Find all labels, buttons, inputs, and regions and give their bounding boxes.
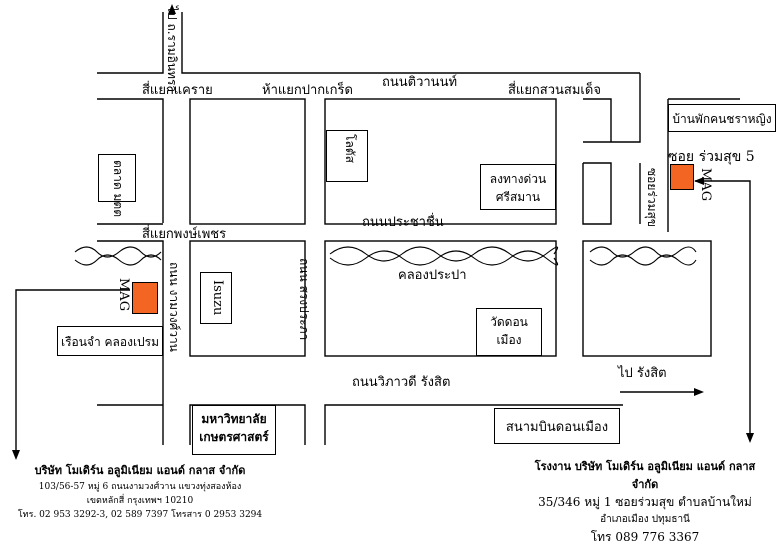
block-2: [324, 98, 557, 225]
box-prison: [57, 326, 163, 356]
address-right: โรงงาน บริษัท โมเดิร์น อลูมิเนียม แอนด์ …: [520, 458, 770, 548]
road-top-upper-right-a: [181, 12, 640, 74]
pointer-right: [695, 180, 751, 440]
canal-wave-2: [329, 250, 559, 266]
label-ram-intra: ไป ถ.รามอินทรา: [165, 6, 179, 93]
mag-marker-factory: [670, 164, 694, 190]
box-mall: [98, 154, 136, 202]
label-mag-factory: MAG: [698, 168, 713, 202]
canal-wave-5: [589, 246, 697, 258]
road-top-upper-right-b: [583, 73, 641, 143]
canal-wave-6: [589, 254, 697, 266]
box-isuzu: [200, 272, 232, 324]
road-mid-lower: [97, 240, 164, 356]
label-suan-somdet: สี่แยกสวนสมเด็จ: [508, 83, 601, 98]
label-songprapa: ถนน สรงประภา: [297, 258, 311, 341]
road-top-lower: [97, 98, 164, 223]
label-wat: วัดดอน เมือง: [490, 315, 528, 347]
box-boys-home: [668, 104, 776, 132]
label-mall: ตลาด มตต: [111, 160, 125, 217]
address-left: บริษัท โมเดิร์น อลูมิเนียม แอนด์ กลาส จำ…: [10, 462, 270, 523]
box-airport: [494, 408, 620, 444]
label-kasetsart: มหาวิทยาลัย เกษตรศาสตร์: [199, 412, 269, 444]
pointer-left: [15, 289, 130, 455]
arrowhead-left-down: [12, 450, 20, 460]
arrowhead-right-mag: [694, 177, 704, 185]
block-5: [324, 240, 557, 357]
label-airport: สนามบินดอนเมือง: [505, 420, 609, 435]
block-6: [582, 240, 712, 357]
address-right-line1: 35/346 หมู่ 1 ซอยร่วมสุข ตำบลบ้านใหม่: [538, 495, 752, 510]
block-3: [583, 98, 612, 142]
block-4: [189, 240, 306, 357]
block-3b: [582, 162, 612, 225]
arrowhead-rangsit: [694, 388, 704, 396]
label-khae-rai: สี่แยกแคราย: [142, 83, 213, 98]
address-right-line3: โทร 089 776 3367: [590, 530, 700, 545]
road-bottom-b2: [324, 404, 623, 445]
arrowhead-up: [168, 4, 176, 14]
label-phong-phet: สี่แยกพงษ์เพชร: [142, 227, 227, 242]
address-left-line2: เขตหลักสี่ กรุงเทพฯ 10210: [86, 495, 194, 506]
box-lotus: [326, 130, 368, 182]
box-wat: [476, 308, 542, 356]
label-boys-home: บ้านพักคนชราหญิง: [672, 112, 772, 126]
label-pracha-chuen: ถนนประชาชื่น: [362, 215, 444, 230]
label-lotus: โลตัส: [343, 134, 357, 163]
label-pak-kret: ห้าแยกปากเกร็ด: [262, 83, 353, 98]
address-left-company: บริษัท โมเดิร์น อลูมิเนียม แอนด์ กลาส จำ…: [34, 464, 246, 477]
label-wiphawadi: ถนนวิภาวดี รังสิต: [352, 375, 451, 390]
label-soi-ruamsuk-5: ซอย ร่วมสุข 5: [668, 149, 755, 165]
canal-wave-4: [74, 254, 162, 266]
address-right-company: โรงงาน บริษัท โมเดิร์น อลูมิเนียม แอนด์ …: [534, 460, 756, 491]
label-ngam-wong-wan: ถนน งามวงศ์วาน: [167, 262, 181, 352]
address-left-line3: โทร. 02 953 3292-3, 02 589 7397 โทรสาร 0…: [17, 510, 263, 521]
box-toll: [480, 164, 556, 210]
label-toll: ลงทางด่วน ศรีสมาน: [489, 172, 547, 204]
label-klong: คลองประปา: [398, 268, 467, 283]
address-left-line1: 103/56-57 หมู่ 6 ถนนงามวงศ์วาน แขวงทุ่งส…: [38, 481, 242, 492]
arrowhead-right-down: [746, 433, 754, 443]
road-top-upper-left: [97, 12, 164, 74]
label-tiwanon: ถนนติวานนท์: [382, 75, 458, 90]
label-mag-office: MAG: [116, 278, 131, 312]
address-right-line2: อำเภอเมือง ปทุมธานี: [600, 514, 690, 526]
block-1: [189, 98, 306, 225]
label-soi-ruamsuk: ซอยร่วมสุข: [645, 168, 659, 228]
label-to-rangsit: ไป รังสิต: [618, 366, 667, 381]
label-isuzu: Isuzu: [210, 280, 225, 316]
box-kasetsart: [192, 405, 276, 455]
mag-marker-office: [132, 282, 158, 314]
label-prison: เรือนจำ คลองเปรม: [60, 335, 160, 349]
